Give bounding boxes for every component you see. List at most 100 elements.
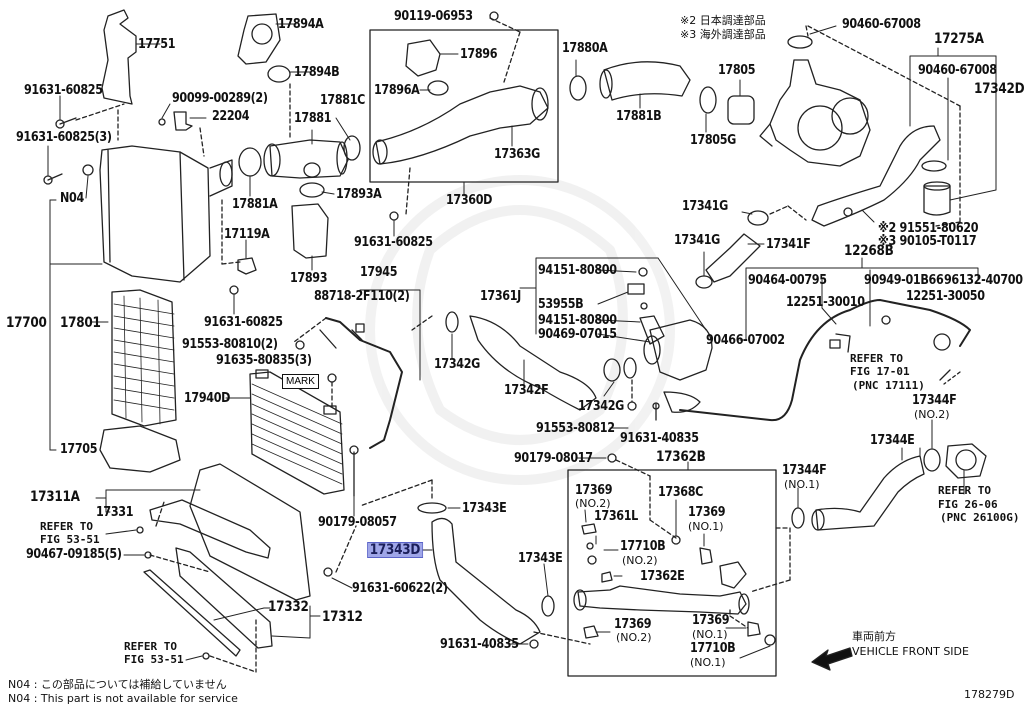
part-label[interactable]: 90949-01B66 [864,273,944,288]
part-label[interactable]: 90460-67008 [918,63,997,78]
part-label[interactable]: 17368C [658,485,704,500]
part-label[interactable]: 17369 [614,617,652,632]
refer-note[interactable]: FIG 17-01 [850,365,910,378]
part-label[interactable]: 90466-07002 [706,333,785,348]
part-label[interactable]: 90179-08017 [514,451,593,466]
part-label[interactable]: 17945 [360,265,398,280]
part-label[interactable]: 17342G [434,357,481,372]
part-label[interactable]: 17363G [494,147,541,162]
part-label[interactable]: 17881C [320,93,366,108]
part-label[interactable]: 90460-67008 [842,17,921,32]
part-label[interactable]: 94151-80800 [538,263,617,278]
part-label[interactable]: 17344F [912,393,957,408]
part-label[interactable]: 17705 [60,442,98,457]
part-label[interactable]: 12268B [844,243,894,259]
refer-note[interactable]: REFER TO [124,640,177,653]
part-label[interactable]: 91631-40835 [440,637,519,652]
part-17369-no1-a [699,547,713,565]
part-label[interactable]: 90469-07015 [538,327,617,342]
part-label[interactable]: 91631-40835 [620,431,699,446]
part-label[interactable]: 17369 [692,613,730,628]
refer-note[interactable]: REFER TO [40,520,93,533]
part-17881A-clamp [238,147,262,177]
part-label[interactable]: 22204 [212,109,250,124]
part-label[interactable]: 17342D [974,81,1024,97]
part-label[interactable]: 17332 [268,599,309,615]
part-label[interactable]: N04 [60,191,84,206]
part-label-highlighted[interactable]: 17343D [367,542,423,558]
part-label[interactable]: 17881 [294,111,332,126]
part-label[interactable]: 17361J [480,289,521,304]
part-label[interactable]: 17362B [656,449,706,465]
refer-note[interactable]: FIG 26-06 [938,498,998,511]
part-label[interactable]: 17893 [290,271,328,286]
part-label[interactable]: 17710B [690,641,736,656]
part-label[interactable]: 17801 [60,315,101,331]
part-label[interactable]: 90464-00795 [748,273,827,288]
part-label[interactable]: 17894B [294,65,340,80]
refer-note[interactable]: (PNC 17111) [852,379,925,392]
part-label[interactable]: 91631-60825 [354,235,433,250]
part-label[interactable]: 17311A [30,489,80,505]
part-label[interactable]: 17896 [460,47,498,62]
part-label[interactable]: 17341F [766,237,811,252]
part-label[interactable]: 17344F [782,463,827,478]
refer-note[interactable]: REFER TO [938,484,991,497]
part-label[interactable]: 17881B [616,109,662,124]
part-label[interactable]: 17710B [620,539,666,554]
part-label[interactable]: 90467-09185(5) [26,547,122,562]
part-label[interactable]: 12251-30010 [786,295,865,310]
part-label[interactable]: 96132-40700 [944,273,1023,288]
refer-note[interactable]: (PNC 26100G) [940,511,1020,524]
part-label[interactable]: 17360D [446,193,493,208]
part-label[interactable]: 17341G [682,199,729,214]
part-label[interactable]: 91631-60622(2) [352,581,448,596]
part-label[interactable]: 17361L [594,509,638,524]
part-label[interactable]: 17894A [278,17,324,32]
part-label[interactable]: 17896A [374,83,420,98]
part-label[interactable]: 91635-80835(3) [216,353,312,368]
part-label[interactable]: 17881A [232,197,278,212]
part-label[interactable]: 17893A [336,187,382,202]
part-label[interactable]: ※3 90105-T0117 [878,234,977,249]
part-label[interactable]: 17369 [575,483,613,498]
part-label[interactable]: 12251-30050 [906,289,985,304]
part-label[interactable]: 90099-00289(2) [172,91,268,106]
part-17896 [405,39,441,77]
part-label[interactable]: 53955B [538,297,584,312]
refer-note[interactable]: REFER TO [850,352,903,365]
part-label[interactable]: 17343E [462,501,507,516]
part-label[interactable]: 17751 [138,37,176,52]
direction-label-en: VEHICLE FRONT SIDE [852,645,969,658]
part-label[interactable]: 17344E [870,433,915,448]
part-label[interactable]: 91553-80810(2) [182,337,278,352]
part-sub-label: (NO.2) [622,554,658,567]
part-label[interactable]: 17119A [224,227,270,242]
part-label[interactable]: 91553-80812 [536,421,615,436]
part-label[interactable]: 17342G [578,399,625,414]
part-label[interactable]: 17805G [690,133,737,148]
legend-mark3: ※3 海外調達部品 [680,28,766,41]
part-label[interactable]: 90119-06953 [394,9,473,24]
part-label[interactable]: 17700 [6,315,47,331]
part-label[interactable]: 17940D [184,391,231,406]
part-label[interactable]: ※2 91551-80620 [878,221,979,236]
part-label[interactable]: 17341G [674,233,721,248]
part-label[interactable]: 17362E [640,569,685,584]
part-label[interactable]: 17805 [718,63,756,78]
part-label[interactable]: 17312 [322,609,363,625]
part-label[interactable]: 17275A [934,31,984,47]
part-label[interactable]: 17369 [688,505,726,520]
part-label[interactable]: 88718-2F110(2) [314,289,410,304]
refer-note[interactable]: FIG 53-51 [124,653,184,666]
part-label[interactable]: 91631-60825 [204,315,283,330]
part-label[interactable]: 91631-60825 [24,83,103,98]
refer-note[interactable]: FIG 53-51 [40,533,100,546]
part-label[interactable]: 17331 [96,505,134,520]
part-label[interactable]: 17343E [518,551,563,566]
part-label[interactable]: 94151-80800 [538,313,617,328]
part-label[interactable]: 17342F [504,383,549,398]
part-label[interactable]: 91631-60825(3) [16,130,112,145]
part-label[interactable]: 17880A [562,41,608,56]
part-label[interactable]: 90179-08057 [318,515,397,530]
